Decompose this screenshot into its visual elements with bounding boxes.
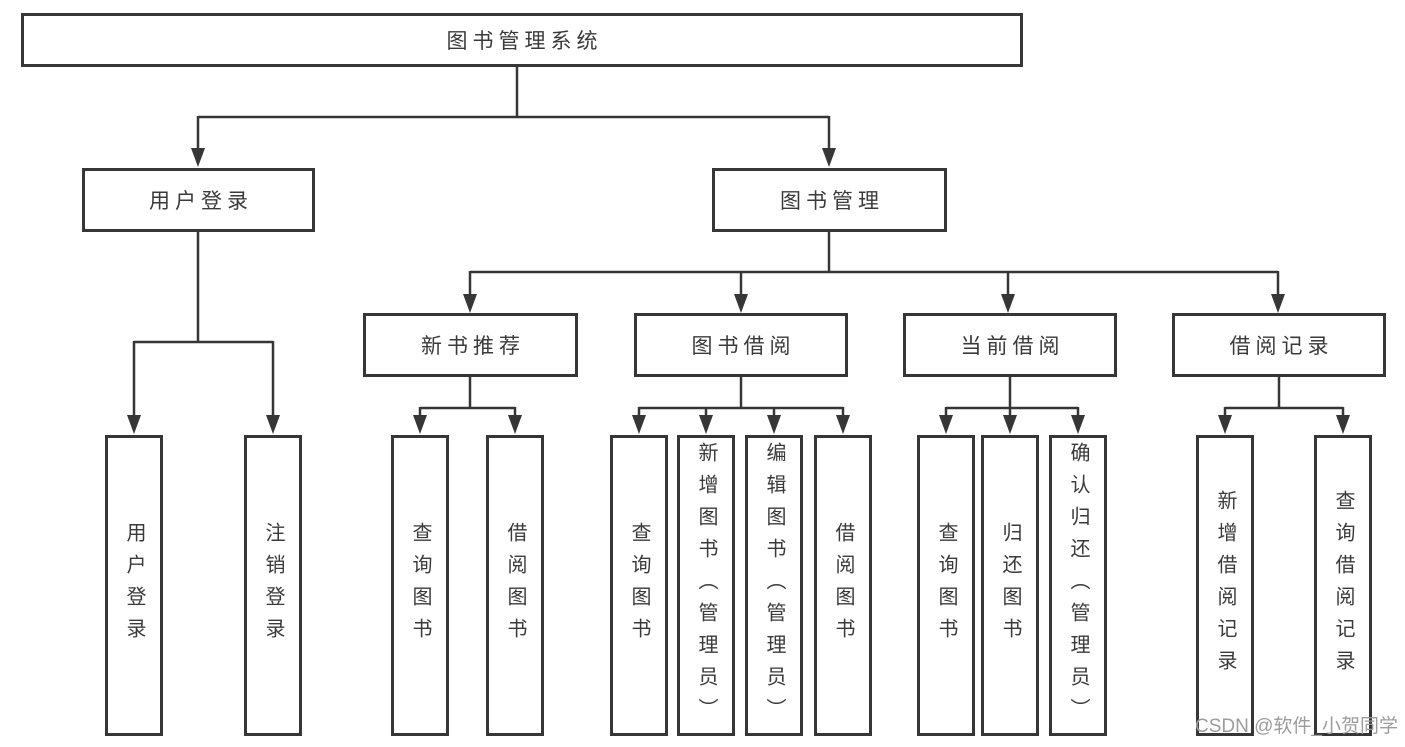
leaf-label: 归还图书 [999,521,1021,650]
leaf-logout: 注销登录 [244,435,302,736]
leaf-borrow-books-under-new-books: 借阅图书 [486,435,544,736]
node-label: 新书推荐 [421,335,525,358]
node-label: 图书管理系统 [446,30,603,53]
leaf-label: 查询图书 [935,521,957,650]
leaf-label: 借阅图书 [504,521,526,650]
leaf-label: 查询图书 [628,521,650,650]
node-label: 图书借阅 [691,335,796,358]
leaf-label: 编辑图书（管理员） [763,441,785,730]
leaf-user-login: 用户登录 [105,435,163,736]
node-new-book-recommendation: 新书推荐 [363,313,578,377]
leaf-label: 用户登录 [123,521,145,650]
leaf-label: 新增借阅记录 [1214,489,1236,682]
leaf-label: 查询图书 [409,521,431,650]
leaf-confirm-return-admin: 确认归还（管理员） [1049,435,1107,736]
leaf-add-books-admin: 新增图书（管理员） [677,435,735,736]
leaf-label: 确认归还（管理员） [1067,441,1089,730]
node-label: 用户登录 [149,190,253,213]
leaf-query-borrow-record: 查询借阅记录 [1314,435,1372,736]
node-borrowing-records: 借阅记录 [1172,313,1386,377]
node-user-login: 用户登录 [82,168,315,232]
node-current-borrowing: 当前借阅 [903,313,1117,377]
node-label: 借阅记录 [1229,335,1334,358]
csdn-watermark: CSDN @软件_小贺同学 [1195,716,1398,737]
leaf-label: 新增图书（管理员） [695,441,717,730]
node-library-management-system: 图书管理系统 [21,13,1023,67]
node-book-management: 图书管理 [712,168,947,232]
arrowhead-icons [127,148,1350,434]
leaf-edit-books-admin: 编辑图书（管理员） [745,435,803,736]
leaf-label: 查询借阅记录 [1332,489,1354,682]
leaf-label: 借阅图书 [832,521,854,650]
leaf-query-books-under-new-books: 查询图书 [391,435,449,736]
node-label: 当前借阅 [960,335,1065,358]
leaf-return-books: 归还图书 [981,435,1039,736]
node-book-borrowing: 图书借阅 [634,313,848,377]
leaf-query-books-under-book-borrow: 查询图书 [610,435,668,736]
leaf-borrow-books-under-book-borrow: 借阅图书 [814,435,872,736]
node-label: 图书管理 [780,190,884,213]
leaf-label: 注销登录 [262,521,284,650]
leaf-query-books-under-current-borrow: 查询图书 [917,435,975,736]
leaf-add-borrow-record: 新增借阅记录 [1196,435,1254,736]
